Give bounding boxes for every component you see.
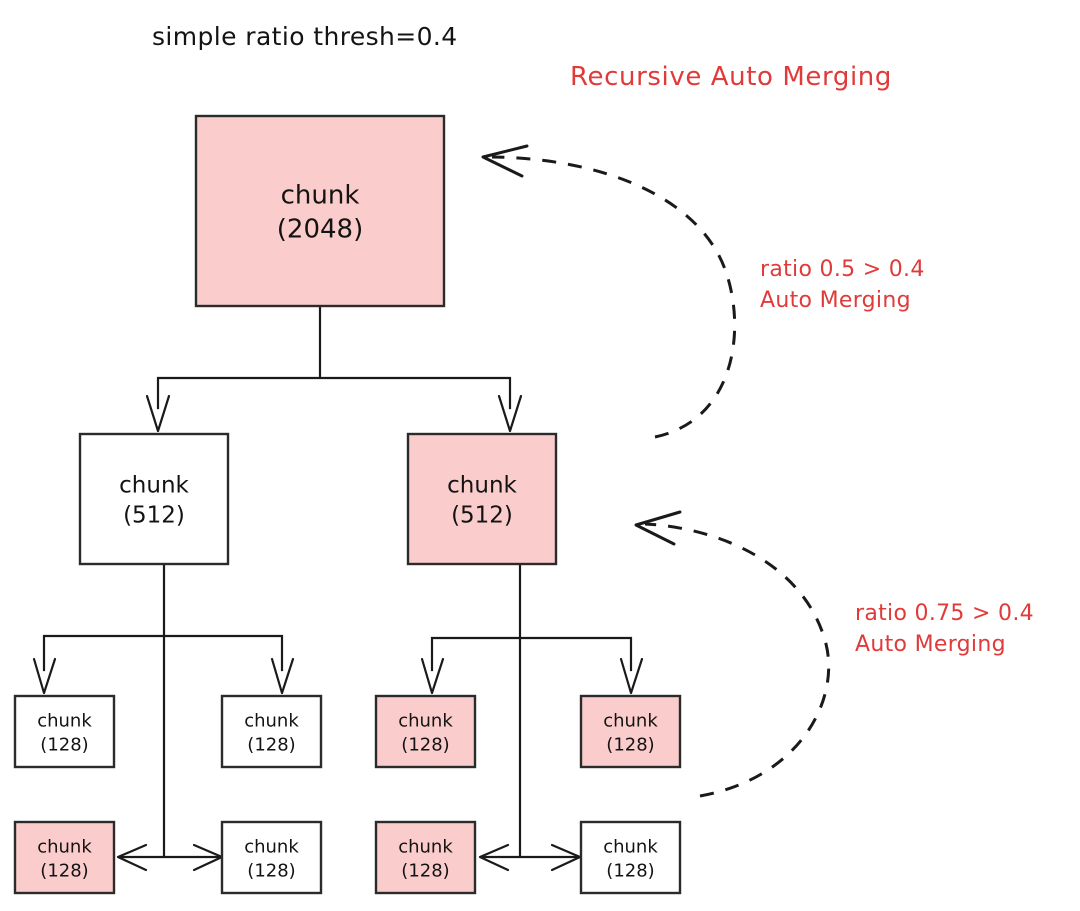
node-leaf-128-d[interactable]: chunk(128) xyxy=(579,694,682,769)
arrowhead-leaf-a xyxy=(32,657,57,695)
node-leaf-128-h[interactable]: chunk(128) xyxy=(579,820,682,895)
node-leaf-128-b[interactable]: chunk(128) xyxy=(220,694,323,769)
callout-curves xyxy=(481,144,831,798)
arrowhead-mid-right xyxy=(497,394,523,433)
figure-title: simple ratio thresh=0.4 xyxy=(152,22,458,51)
node-label-size: (128) xyxy=(40,860,88,881)
arrowhead-dashed-root xyxy=(481,144,529,178)
node-label-size: (128) xyxy=(40,734,88,755)
node-label-size: (128) xyxy=(247,734,295,755)
arrowhead-bottom-right-west xyxy=(478,843,510,872)
node-label-name: chunk xyxy=(244,837,299,858)
tree-edges xyxy=(32,304,644,872)
node-box[interactable] xyxy=(13,694,116,769)
node-leaf-128-f[interactable]: chunk(128) xyxy=(220,820,323,895)
node-label-size: (128) xyxy=(247,860,295,881)
node-label-size: (512) xyxy=(451,503,513,529)
node-label-name: chunk xyxy=(119,472,189,498)
node-box[interactable] xyxy=(579,820,682,895)
node-label-size: (128) xyxy=(606,860,654,881)
annotation-root-merge-line-1: ratio 0.5 > 0.4 xyxy=(760,257,925,282)
annotation-child-merge-line-1: ratio 0.75 > 0.4 xyxy=(855,601,1034,626)
arrowhead-leaf-d xyxy=(619,657,644,695)
edge-mid-right-branch xyxy=(430,636,633,672)
node-box[interactable] xyxy=(406,432,558,566)
arrowhead-mid-left xyxy=(145,394,171,433)
node-leaf-128-a[interactable]: chunk(128) xyxy=(13,694,116,769)
annotation-child-merge-line-2: Auto Merging xyxy=(855,632,1006,657)
node-label-size: (128) xyxy=(606,734,654,755)
node-label-size: (2048) xyxy=(277,215,363,245)
node-box[interactable] xyxy=(220,694,323,769)
node-box[interactable] xyxy=(194,114,446,308)
node-label-size: (128) xyxy=(401,860,449,881)
node-label-name: chunk xyxy=(603,837,658,858)
node-label-size: (128) xyxy=(401,734,449,755)
node-mid-512-left[interactable]: chunk (512) xyxy=(78,432,230,566)
node-box[interactable] xyxy=(374,694,477,769)
arrowhead-leaf-b xyxy=(270,657,295,695)
edge-root-to-mid xyxy=(156,304,512,410)
node-label-name: chunk xyxy=(37,711,92,732)
node-label-name: chunk xyxy=(37,837,92,858)
node-label-size: (512) xyxy=(123,503,185,529)
node-leaf-128-c[interactable]: chunk(128) xyxy=(374,694,477,769)
node-box[interactable] xyxy=(13,820,116,895)
node-label-name: chunk xyxy=(281,180,360,210)
node-box[interactable] xyxy=(374,820,477,895)
node-leaf-128-g[interactable]: chunk(128) xyxy=(374,820,477,895)
node-box[interactable] xyxy=(78,432,230,566)
node-label-name: chunk xyxy=(398,711,453,732)
node-label-name: chunk xyxy=(603,711,658,732)
dashed-curve-child-merge xyxy=(644,522,831,798)
node-label-name: chunk xyxy=(447,472,517,498)
annotation-root-merge-line-2: Auto Merging xyxy=(760,288,911,313)
arrowhead-leaf-c xyxy=(420,657,445,695)
edge-mid-left-branch xyxy=(42,634,284,672)
node-label-name: chunk xyxy=(244,711,299,732)
node-leaf-128-e[interactable]: chunk(128) xyxy=(13,820,116,895)
figure-heading: Recursive Auto Merging xyxy=(570,62,892,92)
node-mid-512-right[interactable]: chunk (512) xyxy=(406,432,558,566)
node-root-2048[interactable]: chunk (2048) xyxy=(194,114,446,308)
dashed-curve-root-merge xyxy=(491,155,737,439)
node-label-name: chunk xyxy=(398,837,453,858)
node-box[interactable] xyxy=(579,694,682,769)
node-boxes-layer: chunk(2048)chunk(512)chunk(512)chunk(128… xyxy=(13,114,682,895)
node-box[interactable] xyxy=(220,820,323,895)
arrowhead-dashed-child xyxy=(634,510,682,546)
arrowhead-bottom-left-west xyxy=(116,843,148,872)
